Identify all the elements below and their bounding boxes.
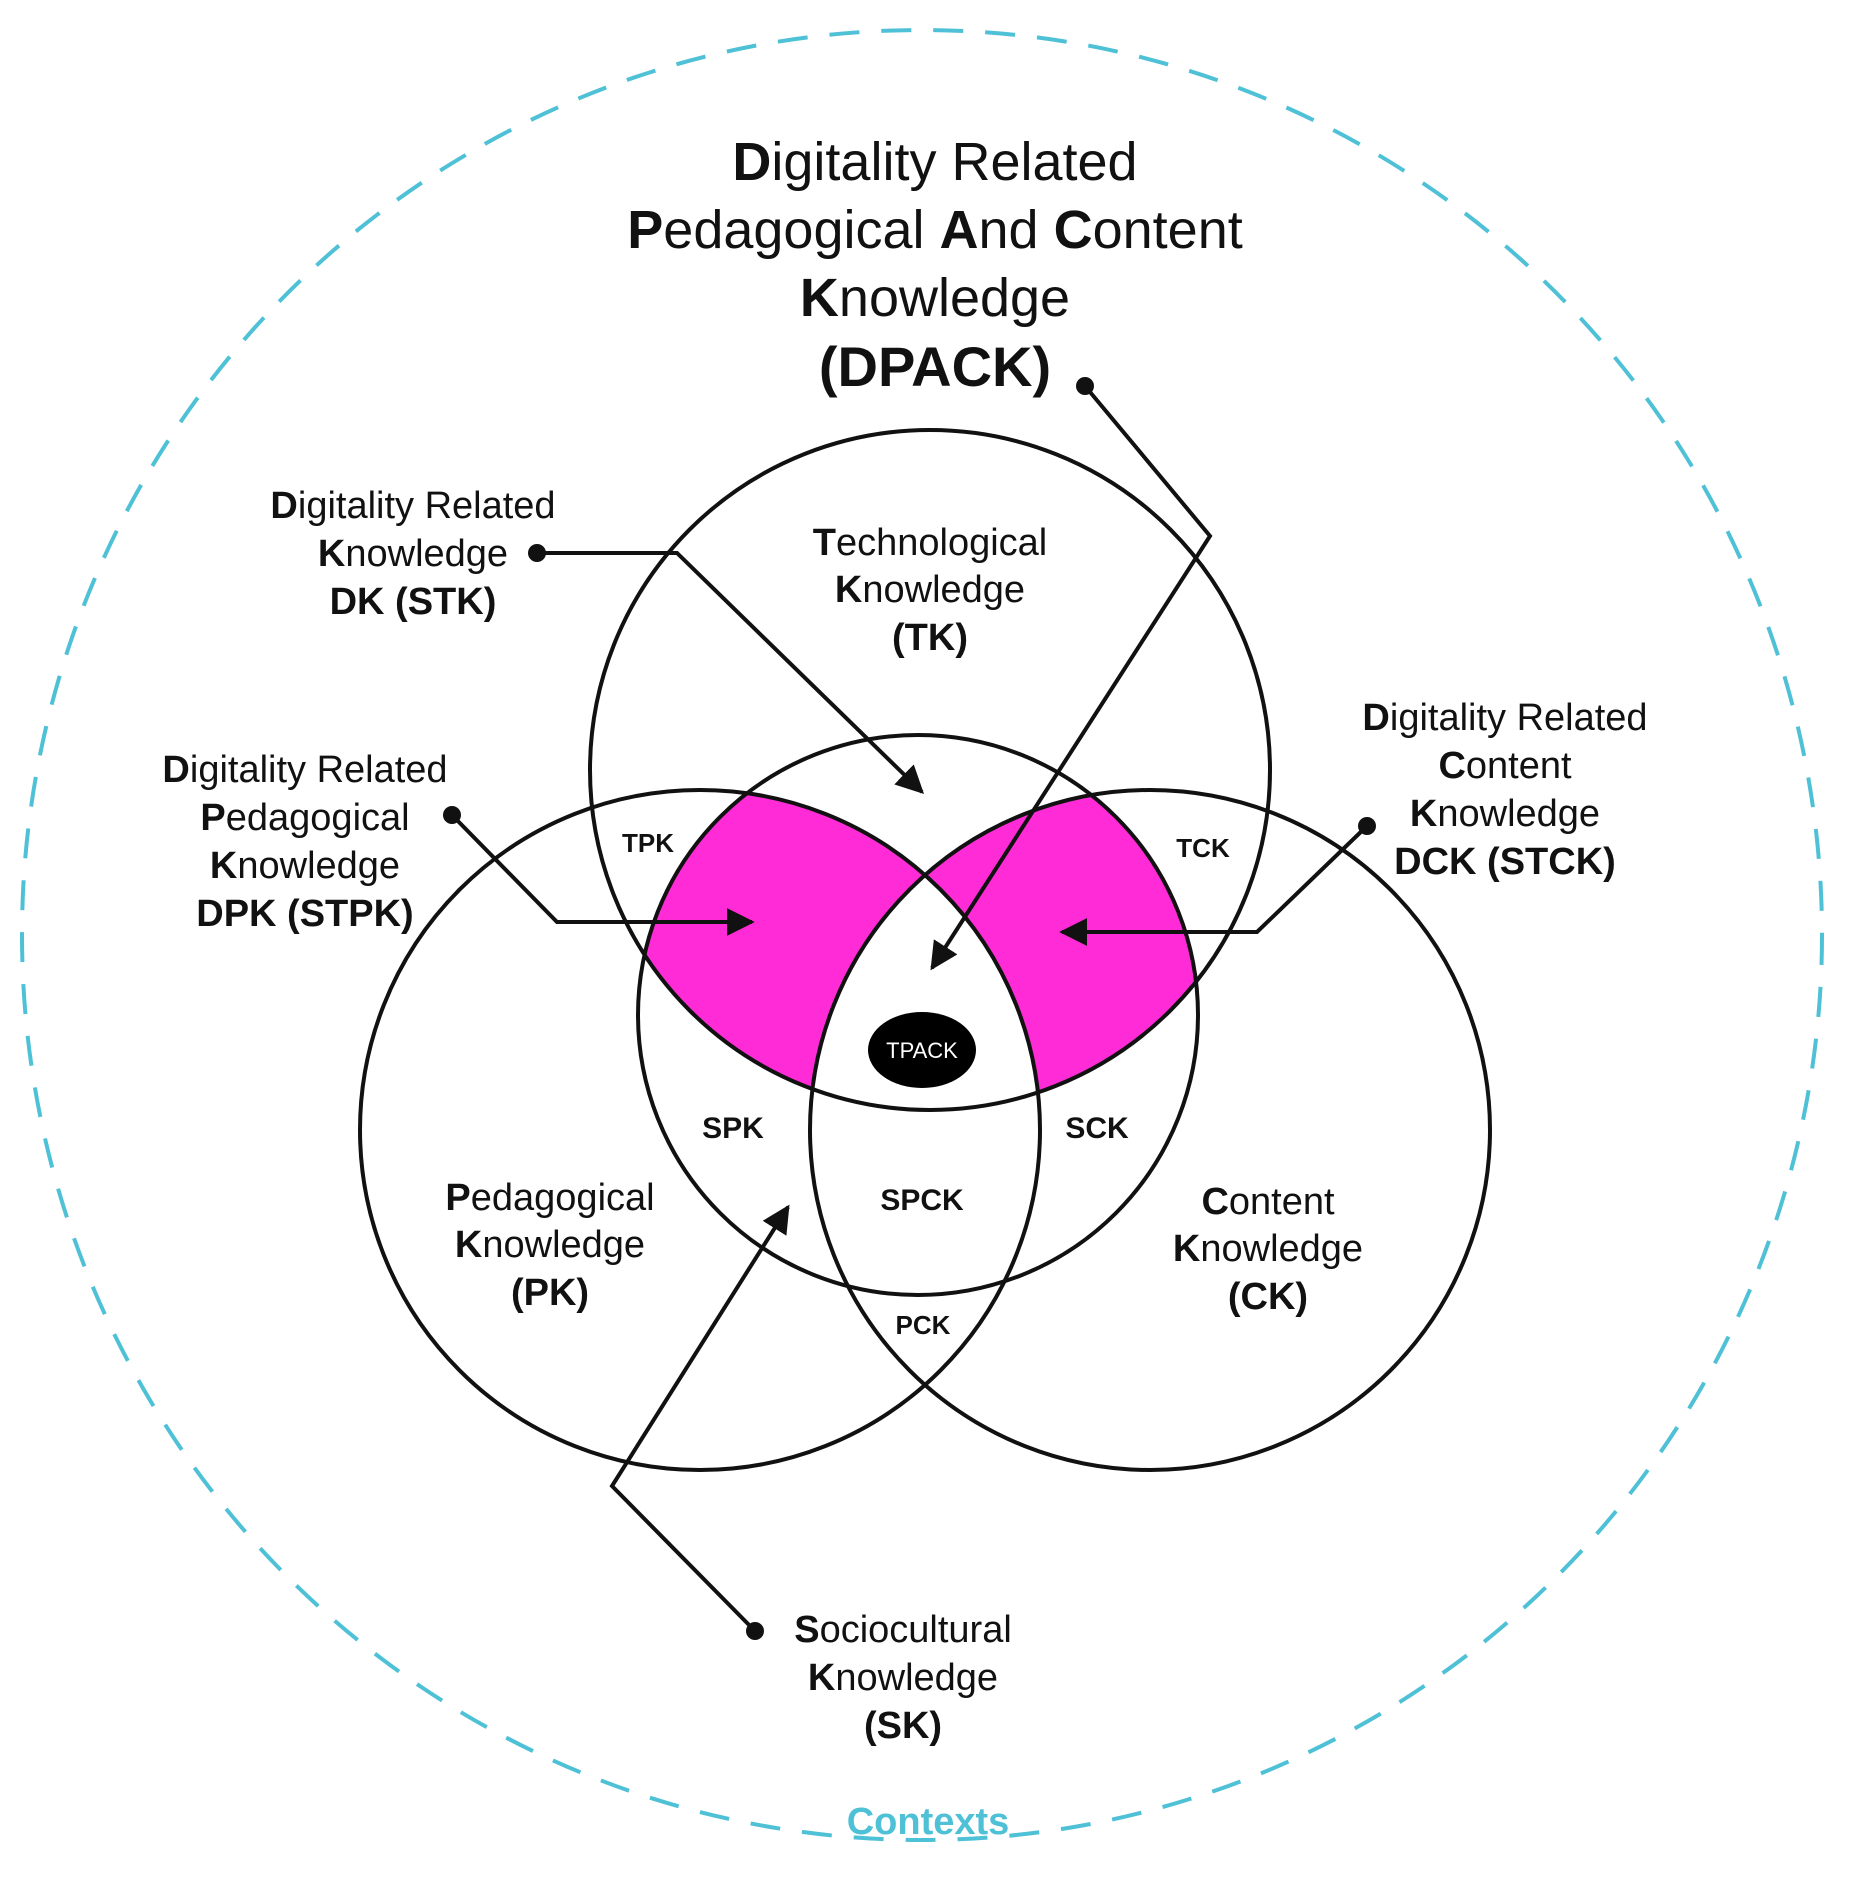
dpk-label-line-2: Pedagogical (200, 797, 409, 839)
contexts-label: Contexts (847, 1801, 1010, 1843)
title-line-1: Digitality Related (732, 132, 1137, 192)
dk-callout-arrow (537, 551, 925, 794)
tk-label-line-1: Technological (813, 522, 1047, 564)
pk-label-acronym: (PK) (511, 1272, 589, 1314)
dpk-callout-arrow (450, 813, 755, 936)
title-acronym: (DPACK) (819, 335, 1051, 398)
sk-label-acronym: (SK) (864, 1705, 942, 1747)
dk-label-line-1: Digitality Related (270, 485, 555, 527)
tk-circle (588, 428, 1272, 1112)
title-line-2: Pedagogical And Content (627, 200, 1242, 260)
dck-callout-arrow (1059, 824, 1369, 946)
dk-label-line-2: Knowledge (318, 533, 508, 575)
sk-label-line-2: Knowledge (808, 1657, 998, 1699)
tck-label: TCK (1176, 833, 1230, 863)
spck-label: SPCK (880, 1184, 964, 1217)
ck-label-line-1: Content (1201, 1181, 1335, 1223)
ck-label-line-2: Knowledge (1173, 1228, 1363, 1270)
dck-label-line-3: Knowledge (1410, 793, 1600, 835)
pck-label: PCK (896, 1310, 951, 1340)
dck-label-acronym: DCK (STCK) (1394, 841, 1616, 883)
dpk-label-acronym: DPK (STPK) (196, 893, 413, 935)
sk-circle (636, 733, 1200, 1297)
pk-label-line-2: Knowledge (455, 1224, 645, 1266)
sk-label-line-1: Sociocultural (794, 1609, 1012, 1651)
dpk-label-line-3: Knowledge (210, 845, 400, 887)
dpack-callout-arrow (930, 384, 1213, 971)
contexts-circle (20, 28, 1824, 1842)
tpack-ellipse (868, 1012, 976, 1088)
tpk-label: TPK (622, 828, 674, 858)
spk-label: SPK (702, 1112, 764, 1145)
dck-label-line-2: Content (1438, 745, 1572, 787)
tk-label-line-2: Knowledge (835, 569, 1025, 611)
ck-circle (808, 788, 1492, 1472)
ck-label-acronym: (CK) (1228, 1276, 1308, 1318)
sk-callout-arrow (609, 1204, 790, 1633)
tpack-label: TPACK (886, 1038, 958, 1063)
pk-circle (358, 788, 1042, 1472)
dpk-label-line-1: Digitality Related (162, 749, 447, 791)
pk-label-line-1: Pedagogical (445, 1177, 654, 1219)
dk-label-acronym: DK (STK) (330, 581, 497, 623)
tk-label-acronym: (TK) (892, 617, 968, 659)
dck-label-line-1: Digitality Related (1362, 697, 1647, 739)
sck-label: SCK (1065, 1112, 1129, 1145)
title-line-3: Knowledge (800, 268, 1070, 328)
